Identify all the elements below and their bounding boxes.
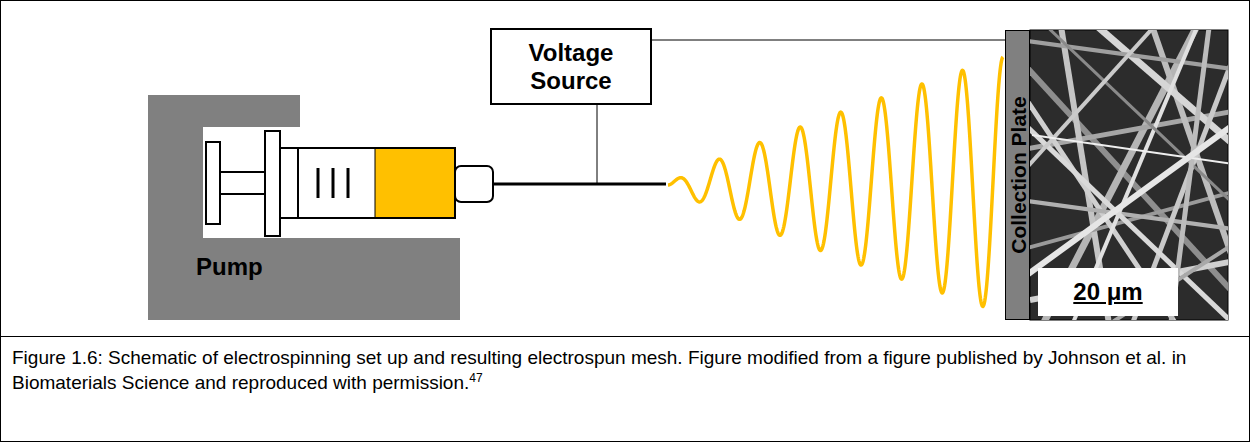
plunger-rod (220, 172, 265, 194)
pump-outline (148, 95, 460, 320)
polymer-solution (375, 149, 454, 217)
plate-label: Collection Plate (1006, 96, 1029, 254)
pump-label: Pump (196, 253, 263, 281)
wire (652, 40, 1005, 41)
sem-fibers (1030, 30, 1228, 320)
fiber (1030, 30, 1160, 175)
fiber (1030, 120, 1228, 280)
scale-bar-box: 20 μm (1038, 268, 1178, 316)
reference-number: 47 (469, 371, 482, 385)
fiber (1030, 120, 1228, 320)
needle (493, 183, 666, 186)
solution-edge (375, 148, 376, 218)
barrel-tick (332, 168, 335, 198)
syringe-barrel (280, 148, 455, 218)
polymer-jet (668, 57, 1003, 306)
syringe-flange (265, 131, 280, 236)
needle-wire (597, 105, 598, 183)
caption-text: Figure 1.6: Schematic of electrospinning… (12, 347, 1186, 393)
plunger-thumb (206, 142, 220, 224)
plunger-seal (297, 149, 299, 217)
collection-plate: Collection Plate (1005, 30, 1030, 320)
voltage-source-box: Voltage Source (490, 28, 652, 105)
syringe-nozzle (455, 166, 493, 202)
pump-block: Pump (148, 95, 460, 320)
barrel-tick (317, 168, 320, 198)
pump-shape (148, 95, 460, 320)
box-label: Voltage Source (498, 39, 644, 94)
scale-bar-label: 20 μm (1073, 278, 1142, 306)
barrel-tick (347, 168, 350, 198)
caption-divider (0, 336, 1250, 337)
figure-caption: Figure 1.6: Schematic of electrospinning… (12, 345, 1238, 395)
